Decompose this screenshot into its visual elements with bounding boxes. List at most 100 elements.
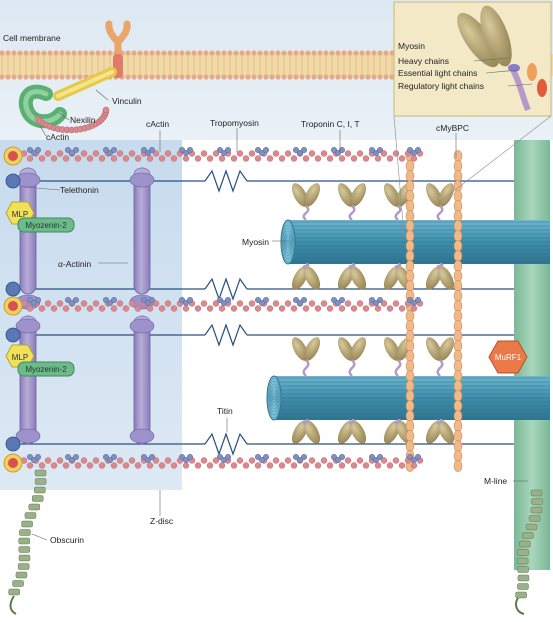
cmybpc-bead [405,370,415,382]
inset-pointer-right [436,115,552,205]
myosin-neck [436,205,444,221]
troponin-bead [64,454,71,461]
obscurin-domain-left [34,469,47,477]
actin-bead [80,150,88,157]
alpha-actinin-node [129,318,155,334]
myosin-inset: Myosin Heavy chains Essential light chai… [393,1,552,237]
troponin-bead [335,457,342,464]
troponin-bead [144,457,151,464]
actin-bead [266,155,274,162]
troponin-bead [68,149,75,156]
troponin-bead [110,297,117,304]
troponin-bead [335,300,342,307]
titin-filaments [12,169,514,456]
actin-bead [272,457,280,464]
actin-bead [134,305,142,312]
troponin-bead [148,454,155,461]
troponin-bead [220,149,227,156]
obscurin-domain-left [15,571,28,579]
actin-bead [350,305,358,312]
actin-bead [320,457,328,464]
cmybpc-bead [453,330,463,342]
cmybpc-bead [453,360,463,372]
cmybpc-bead [405,190,415,202]
actin-bead [266,462,274,469]
actin-bead [110,462,118,469]
label-cactin-membrane: cActin [46,132,69,142]
troponin-bead [186,146,193,153]
actin-bead [362,305,370,312]
obscurin-domain-right [530,506,543,514]
myosin-neck [302,418,310,426]
cmybpc-bead [453,270,463,282]
cmybpc-bead [453,210,463,222]
troponin-bead [27,454,34,461]
troponin-bead [110,454,117,461]
troponin-bead [411,300,418,307]
actin-bead [272,150,280,157]
label-nexilin: Nexilin [70,115,96,125]
troponin-bead [140,454,147,461]
troponin-bead [369,454,376,461]
label-vinculin: Vinculin [112,96,142,106]
troponin-bead [377,454,384,461]
actin-bead [386,462,394,469]
cmybpc-bead [405,230,415,242]
obscurin-domain-left [18,554,31,562]
obscurin-domain-left [8,588,20,596]
actin-bead [314,155,322,162]
actin-bead [206,305,214,312]
actin-bead [128,150,136,157]
troponin-bead [293,454,300,461]
actin-bead [356,150,364,157]
troponin-bead [64,297,71,304]
troponin-bead [415,146,422,153]
troponin-bead [301,297,308,304]
actin-bead [242,462,250,469]
actin-bead [206,155,214,162]
troponin-bead [106,149,113,156]
actin-bead [92,300,100,307]
actin-bead [44,300,52,307]
label-m-line: M-line [484,476,507,486]
actin-bead [158,155,166,162]
actin-bead [362,462,370,469]
cmybpc-bead [453,320,463,332]
actin-bead [38,155,46,162]
label-alpha-actinin: α-Actinin [58,259,92,269]
troponin-bead [377,297,384,304]
troponin-bead [216,454,223,461]
label-cactin-top: cActin [146,119,169,129]
troponin-bead [259,300,266,307]
actin-bead [398,305,406,312]
cmybpc-bead [453,230,463,242]
myosin-head [437,266,455,290]
myosin-head [303,183,321,207]
cmybpc-bead [405,200,415,212]
actin-bead [62,305,70,312]
cmybpc-bead [453,310,463,322]
actin-bead [44,457,52,464]
actin-bead [254,155,262,162]
troponin-bead [182,457,189,464]
cmybpc-bead [453,300,463,312]
troponin-bead [415,454,422,461]
troponin-bead [339,454,346,461]
actin-bead [170,305,178,312]
cmybpc-bead [405,320,415,332]
troponin-bead [259,149,266,156]
cmybpc-bead [453,350,463,362]
actin-bead [146,155,154,162]
actin-bead [308,457,316,464]
cmybpc-bead [405,430,415,442]
actin-bead [278,462,286,469]
myosin-head [303,420,321,444]
troponin-bead [263,146,270,153]
myosin-neck [394,262,402,270]
actin-bead [392,457,400,464]
actin-bead [86,305,94,312]
mlp-label-1: MLP [12,210,28,219]
actin-bead [356,457,364,464]
cmybpc-bead [453,460,463,472]
actin-bead [344,300,352,307]
